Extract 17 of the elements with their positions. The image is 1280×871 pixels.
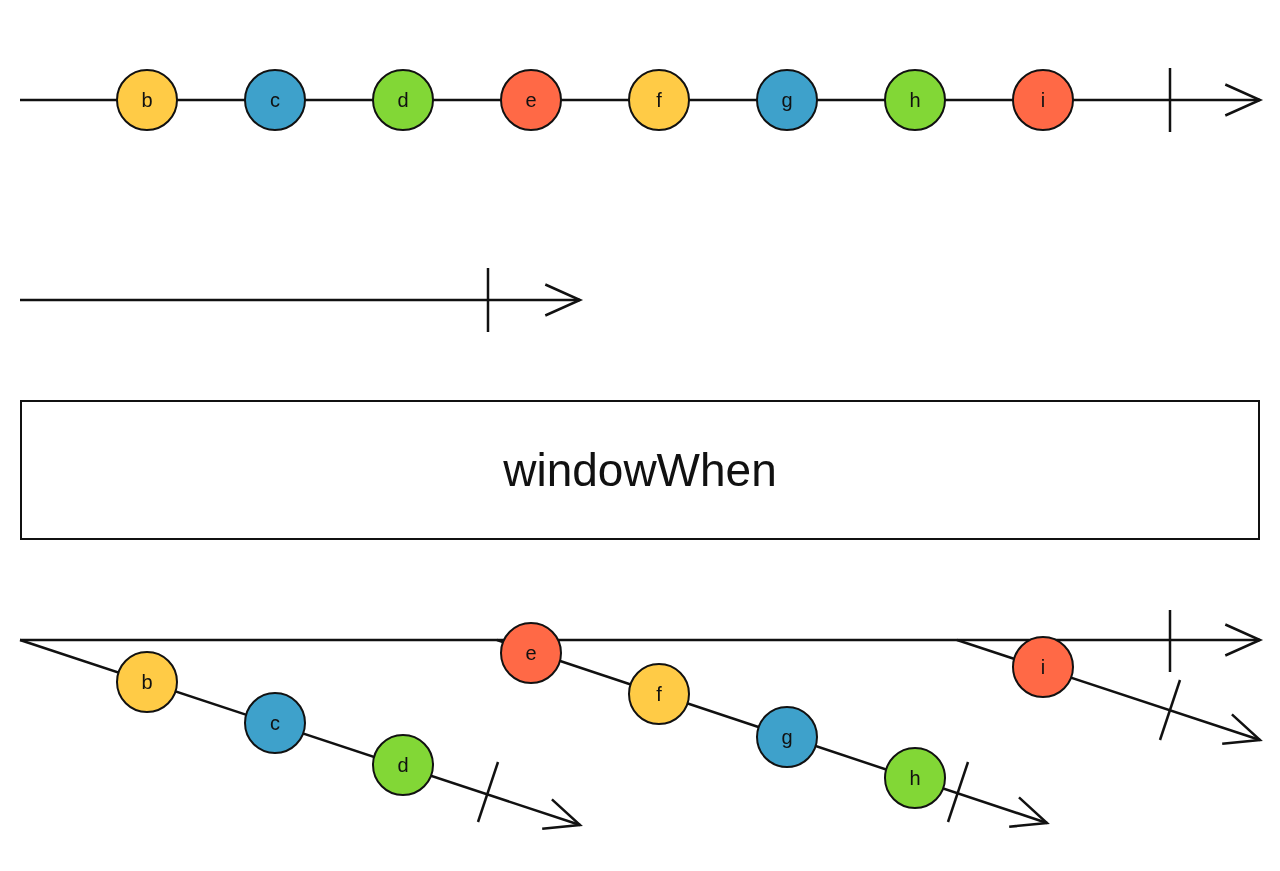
marble: h [884, 747, 946, 809]
marble: b [116, 651, 178, 713]
marble: e [500, 69, 562, 131]
marble: f [628, 663, 690, 725]
marble: g [756, 69, 818, 131]
marble: d [372, 69, 434, 131]
marble: e [500, 622, 562, 684]
marble: h [884, 69, 946, 131]
marble: g [756, 706, 818, 768]
marble: c [244, 692, 306, 754]
marble: d [372, 734, 434, 796]
marble: f [628, 69, 690, 131]
marble: i [1012, 69, 1074, 131]
marble: i [1012, 636, 1074, 698]
marble: c [244, 69, 306, 131]
marble: b [116, 69, 178, 131]
operator-box: windowWhen [20, 400, 1260, 540]
